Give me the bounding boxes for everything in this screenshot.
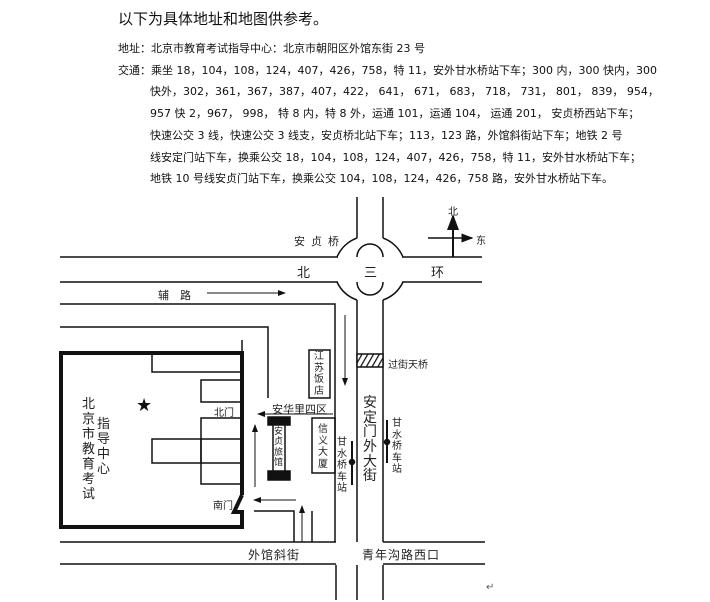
south-gate-label: 南门 xyxy=(213,501,233,512)
xinyi-building xyxy=(311,417,336,474)
xinyi-building-label: 信义大厦 xyxy=(318,424,328,470)
north-third-ring-road xyxy=(60,256,482,283)
compass-north-label: 北 xyxy=(448,207,458,218)
anzhen-bridge-label: 安贞桥 xyxy=(294,235,345,248)
transport-line: 地铁 10 号线安贞门站下车，换乘公交 104，108，124，426，758 … xyxy=(150,172,613,186)
anzhen-roundabout xyxy=(336,237,404,301)
transport-line: 快外，302，361，367，387，407，422， 641， 671， 68… xyxy=(150,85,659,99)
transport-line: 957 快 2，967， 998， 特 8 内，特 8 外，运通 101，运通 … xyxy=(150,107,640,121)
transport-line: 快速公交 3 线，快速公交 3 线支，安贞桥北站下车；113，123 路，外馆斜… xyxy=(150,128,623,142)
anhuali-label: 安华里四区 xyxy=(272,403,327,416)
andingmen-avenue-label: 安定门外大街 xyxy=(363,395,377,485)
north-gate-label: 北门 xyxy=(214,408,234,419)
address-transport-block: 地址：北京市教育考试指导中心：北京市朝阳区外馆东街 23 号 交通：乘坐 18，… xyxy=(118,38,663,190)
andingmen-avenue xyxy=(335,197,384,600)
paragraph-mark: ↵ xyxy=(486,582,495,593)
campus-buildings xyxy=(151,352,243,485)
compass-icon xyxy=(428,214,474,257)
jiangsu-hotel-building xyxy=(308,349,331,399)
transport-line: 交通：乘坐 18，104，108，124，407，426，758，特 11，安外… xyxy=(118,63,657,77)
bus-stop-east-label: 甘水桥车站 xyxy=(392,418,402,475)
qingniangou-label: 青年沟路西口 xyxy=(362,548,441,562)
anzhen-hotel-label: 安贞旅馆 xyxy=(274,427,284,469)
intro-heading: 以下为具体地址和地图供参考。 xyxy=(118,10,329,28)
ring-road-label-3: 环 xyxy=(431,266,445,281)
bus-stop-west-label: 甘水桥车站 xyxy=(337,437,347,494)
star-icon: ★ xyxy=(136,395,152,416)
ring-road-label-2: 三 xyxy=(364,266,378,281)
waiguan-street-label: 外馆斜街 xyxy=(248,548,301,562)
address-line: 地址：北京市教育考试指导中心：北京市朝阳区外馆东街 23 号 xyxy=(118,42,425,55)
anzhen-hotel-building xyxy=(267,416,291,481)
bus-stop-west-icon xyxy=(348,441,356,485)
ring-road-label-1: 北 xyxy=(297,266,311,281)
compass-east-label: 东 xyxy=(476,236,486,247)
inner-road xyxy=(60,326,269,398)
jiangsu-hotel-label: 江苏饭店 xyxy=(314,351,324,397)
side-road-label: 辅 路 xyxy=(158,289,191,302)
footbridge-icon xyxy=(356,353,384,368)
footbridge-label: 过街天桥 xyxy=(388,360,428,371)
exam-center-label: 北京市教育考试 xyxy=(82,397,96,502)
waiguan-street-road xyxy=(60,541,485,565)
bus-stop-east-icon xyxy=(383,420,391,463)
guidance-center-label: 指导中心 xyxy=(97,417,111,477)
transport-line: 线安定门站下车，换乘公交 18，104，108，124，407，426，758，… xyxy=(150,150,641,164)
